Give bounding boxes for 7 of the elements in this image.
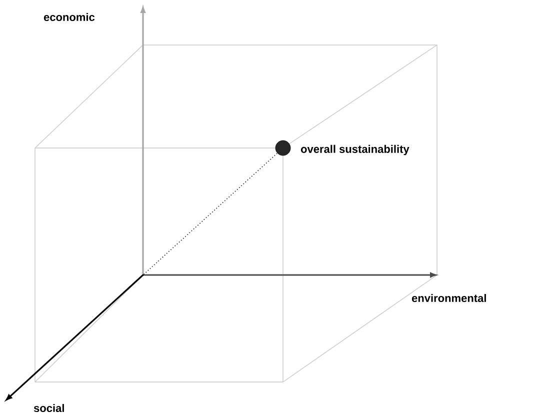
axis-label: environmental — [412, 294, 486, 302]
dotted-line — [143, 152, 278, 275]
axes-origin — [142, 274, 144, 276]
axis-label: social — [34, 404, 64, 412]
node-label: overall sustainability — [300, 144, 410, 156]
axis-label: economic — [44, 12, 95, 22]
sphere — [275, 140, 291, 156]
